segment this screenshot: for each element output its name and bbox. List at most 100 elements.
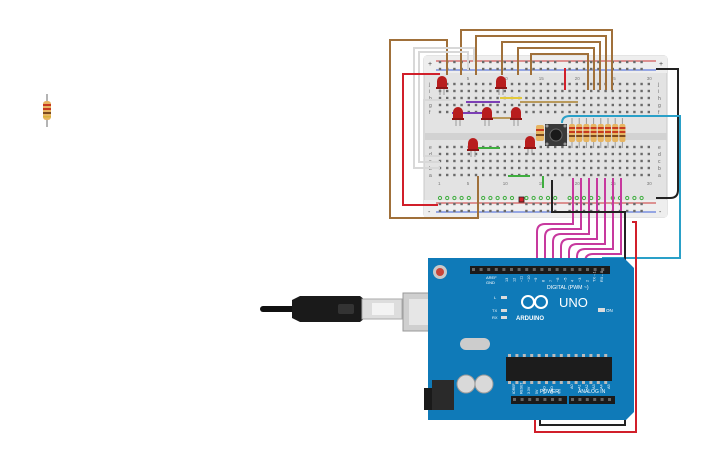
rail-hole (532, 209, 535, 213)
header-pin[interactable] (578, 268, 582, 271)
header-pin[interactable] (502, 268, 506, 271)
loose-resistor[interactable] (43, 94, 51, 127)
bb-hole (438, 152, 442, 156)
analog-pin[interactable] (571, 398, 574, 401)
resistor[interactable] (536, 125, 544, 141)
analog-pin[interactable] (578, 398, 582, 401)
white-wires[interactable] (413, 47, 475, 169)
bb-hole (582, 96, 586, 100)
red-led[interactable] (453, 107, 463, 119)
digital-pin-label: 8 (542, 280, 546, 282)
red-led[interactable] (437, 76, 447, 88)
magenta-wire[interactable] (576, 178, 614, 270)
header-pin[interactable] (601, 268, 605, 271)
red-led[interactable] (525, 136, 535, 148)
led-group[interactable] (436, 76, 536, 157)
rail-hole (438, 67, 442, 71)
rail-hole (510, 60, 514, 64)
bb-hole (611, 96, 614, 100)
bb-hole (532, 103, 535, 107)
bb-hole (438, 96, 442, 100)
bb-hole (604, 145, 607, 149)
header-pin[interactable] (555, 268, 559, 271)
header-pin[interactable] (525, 268, 529, 271)
bb-hole (453, 82, 456, 86)
magenta-wire[interactable] (552, 178, 590, 270)
bb-hole (525, 103, 528, 107)
power-pin[interactable] (535, 398, 539, 401)
bb-hole (568, 82, 571, 86)
header-pin[interactable] (586, 268, 589, 271)
bb-hole (633, 82, 636, 86)
red-led[interactable] (468, 138, 478, 150)
bb-hole (489, 159, 492, 163)
header-pin[interactable] (494, 268, 498, 271)
analog-pin[interactable] (600, 398, 604, 401)
header-pin[interactable] (532, 268, 536, 271)
bb-hole (633, 152, 636, 156)
bb-hole (647, 145, 650, 149)
header-pin[interactable] (510, 268, 513, 271)
rail-hole (525, 209, 528, 213)
bb-hole (633, 166, 636, 170)
magenta-wires[interactable] (536, 178, 622, 270)
analog-pin[interactable] (585, 398, 589, 401)
bb-hole (590, 82, 593, 86)
magenta-wire[interactable] (536, 178, 574, 270)
bb-hole (554, 152, 557, 156)
header-pin[interactable] (563, 268, 567, 271)
power-pin[interactable] (543, 398, 547, 401)
bb-hole (503, 145, 506, 149)
column-number: 30 (647, 76, 653, 81)
header-pin[interactable] (517, 268, 521, 271)
header-pin[interactable] (540, 268, 544, 271)
bb-hole (496, 103, 499, 107)
header-pin[interactable] (570, 268, 574, 271)
header-pin[interactable] (472, 268, 475, 271)
header-pin[interactable] (487, 268, 491, 271)
push-button[interactable] (545, 124, 567, 146)
bb-hole (561, 103, 564, 107)
analog-pin[interactable] (593, 398, 597, 401)
header-pin[interactable] (593, 268, 597, 271)
red-wire-power[interactable] (534, 221, 637, 433)
red-led[interactable] (496, 76, 506, 88)
analog-pin[interactable] (608, 398, 611, 401)
rail-hole (482, 67, 485, 71)
magenta-wire[interactable] (560, 178, 598, 270)
row-letter: f (429, 110, 431, 116)
power-pin[interactable] (551, 398, 554, 401)
power-pin[interactable] (513, 398, 516, 401)
row-letter: a (429, 173, 432, 179)
red-wire-loop[interactable] (402, 73, 440, 206)
row-letter: c (658, 159, 661, 165)
bb-hole (546, 82, 550, 86)
column-number: 25 (611, 76, 617, 81)
bb-hole (633, 110, 636, 114)
magenta-wire[interactable] (568, 178, 606, 270)
brown-wires[interactable] (389, 29, 613, 219)
header-pin[interactable] (479, 268, 483, 271)
header-pin[interactable] (548, 268, 551, 271)
bb-hole (539, 82, 542, 86)
power-pin[interactable] (558, 398, 562, 401)
bb-hole (633, 103, 636, 107)
resistor-band (612, 131, 619, 133)
power-pin[interactable] (520, 398, 524, 401)
resistor-bank[interactable] (536, 118, 626, 148)
crystal (460, 338, 490, 350)
bb-hole (618, 110, 622, 114)
magenta-wire[interactable] (544, 178, 582, 270)
rail-hole (525, 202, 528, 206)
cyan-wire[interactable] (561, 115, 681, 266)
rail-hole (640, 67, 643, 71)
red-led[interactable] (511, 107, 521, 119)
digital-pin-label: TX→1 (593, 271, 597, 282)
power-pin[interactable] (528, 398, 532, 401)
bb-hole (539, 96, 542, 100)
bb-hole (582, 110, 586, 114)
red-led[interactable] (482, 107, 492, 119)
usb-cable[interactable] (260, 292, 452, 332)
black-wire-rail[interactable] (656, 68, 679, 199)
